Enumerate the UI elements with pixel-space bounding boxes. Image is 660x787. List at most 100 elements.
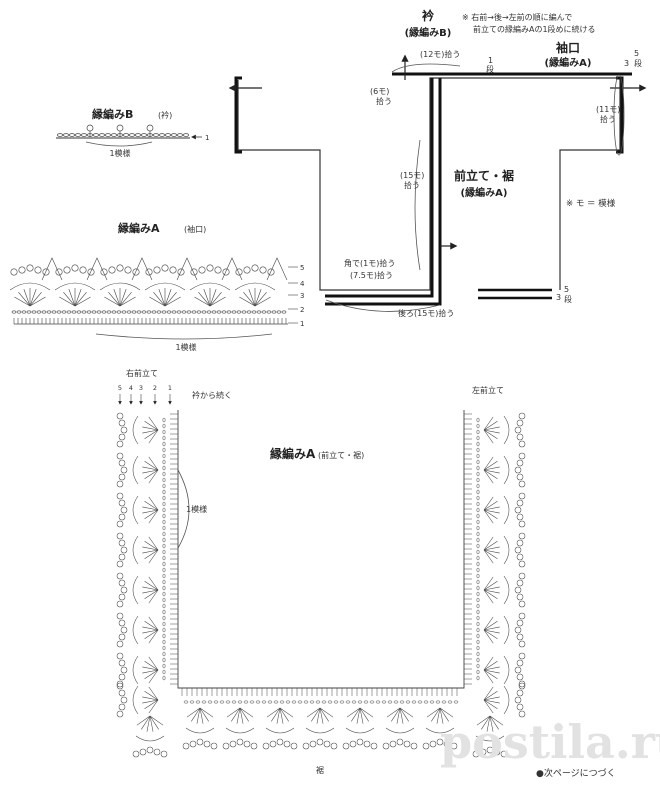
row-2-chain xyxy=(162,429,166,435)
fan-stitch xyxy=(483,541,498,551)
picot-loop xyxy=(516,539,524,547)
fan-stitch xyxy=(483,549,494,564)
fan-stitch xyxy=(144,581,159,591)
picot-loop xyxy=(429,740,437,748)
fan-stitch xyxy=(279,707,284,724)
fan-stitch xyxy=(191,707,201,722)
row-2-chain xyxy=(131,310,137,314)
fan-stitch xyxy=(483,691,498,701)
fan-arc xyxy=(185,727,215,734)
fan-stitch xyxy=(142,666,159,671)
picot-loop xyxy=(124,266,132,274)
row-2-chain xyxy=(162,573,166,579)
fan-stitch xyxy=(14,296,31,307)
row-2-chain xyxy=(333,700,339,704)
row-2-chain xyxy=(162,459,166,465)
fan-arc xyxy=(132,655,139,685)
picot-loop xyxy=(267,268,275,276)
label-pick-11-b: 拾う xyxy=(600,114,616,124)
picot-loop xyxy=(203,740,211,748)
chart-a: 縁編みA (袖口) 5 4 3 2 1 1模様 xyxy=(9,221,305,352)
fan-stitch xyxy=(144,661,159,671)
picot-loop xyxy=(34,266,42,274)
fan-stitch xyxy=(144,589,159,599)
fan-arc xyxy=(54,282,96,291)
row-2-chain xyxy=(476,417,480,423)
front-hem-subtitle: (縁編みA) xyxy=(461,186,508,199)
picot-loop xyxy=(516,499,524,507)
front-hem-title: 前立て・裾 xyxy=(454,168,514,183)
row-2-chain xyxy=(476,549,480,555)
label-cuff-rows-5: 5 xyxy=(634,49,639,58)
picot-loop xyxy=(118,689,126,697)
chain-stitch xyxy=(105,133,111,137)
fan-stitch xyxy=(148,429,159,444)
fan-stitch xyxy=(319,707,334,718)
fan-arc xyxy=(132,615,139,645)
fan-stitch xyxy=(144,549,159,559)
fan-stitch xyxy=(489,715,504,726)
right-cuff xyxy=(616,76,624,154)
row-2-chain xyxy=(219,700,225,704)
picot-loop xyxy=(518,452,526,460)
picot-loop xyxy=(302,742,310,750)
fan-arc xyxy=(503,495,510,525)
fan-arc xyxy=(132,535,139,565)
fan-stitch xyxy=(483,501,498,511)
fan-stitch xyxy=(141,715,151,730)
picot-loop xyxy=(118,553,126,561)
chart-a-row-4: 4 xyxy=(300,280,305,288)
chain-stitch xyxy=(165,133,171,137)
fan-stitch xyxy=(164,288,172,307)
row-2-chain xyxy=(273,700,279,704)
label-row-1-num: 1 xyxy=(488,56,493,65)
fan-stitch xyxy=(144,669,159,679)
row-2-chain xyxy=(66,310,72,314)
fan-stitch xyxy=(186,707,201,718)
picot-loop xyxy=(516,619,524,627)
fan-stitch xyxy=(483,429,500,434)
picot-loop xyxy=(518,532,526,540)
fan-stitch xyxy=(319,707,324,724)
fan-arc xyxy=(9,282,51,291)
fan-arc xyxy=(225,727,255,734)
fan-stitch xyxy=(346,707,361,718)
row-2-chain xyxy=(476,507,480,513)
chain-stitch xyxy=(57,133,63,137)
row-2-chain xyxy=(345,700,351,704)
row-2-chain xyxy=(476,561,480,567)
chain-stitch xyxy=(63,133,69,137)
fan-stitch xyxy=(18,292,31,307)
row-2-chain xyxy=(476,531,480,537)
row-2-chain xyxy=(476,537,480,543)
fan-stitch xyxy=(483,669,498,679)
fan-stitch xyxy=(483,589,498,599)
fan-stitch xyxy=(153,292,166,307)
row-2-chain xyxy=(31,310,37,314)
front-repeat: 1模様 xyxy=(186,504,207,514)
fan-stitch xyxy=(351,707,361,722)
row-2-chain xyxy=(246,310,252,314)
row-2-chain xyxy=(195,700,201,704)
row-2-chain xyxy=(191,310,197,314)
fan-arc xyxy=(135,735,165,742)
row-2-chain xyxy=(447,700,453,704)
picot-loop xyxy=(55,268,63,276)
row-2-chain xyxy=(162,567,166,573)
pickup-arc-collar xyxy=(391,63,461,73)
fan-stitch xyxy=(74,296,91,307)
fan-stitch xyxy=(483,509,500,514)
fan-stitch xyxy=(483,669,500,674)
connector-chain xyxy=(176,257,198,281)
row-2-chain xyxy=(435,700,441,704)
row-2-chain xyxy=(236,310,242,314)
fan-stitch xyxy=(483,629,500,634)
fan-stitch xyxy=(386,707,401,718)
chain-stitch xyxy=(171,133,177,137)
picot-loop xyxy=(436,738,444,746)
row-2-chain xyxy=(162,471,166,477)
front-band-edge-inner xyxy=(325,78,442,306)
chain-stitch xyxy=(141,133,147,137)
picot-loop xyxy=(330,742,338,750)
fan-arc xyxy=(99,282,141,291)
